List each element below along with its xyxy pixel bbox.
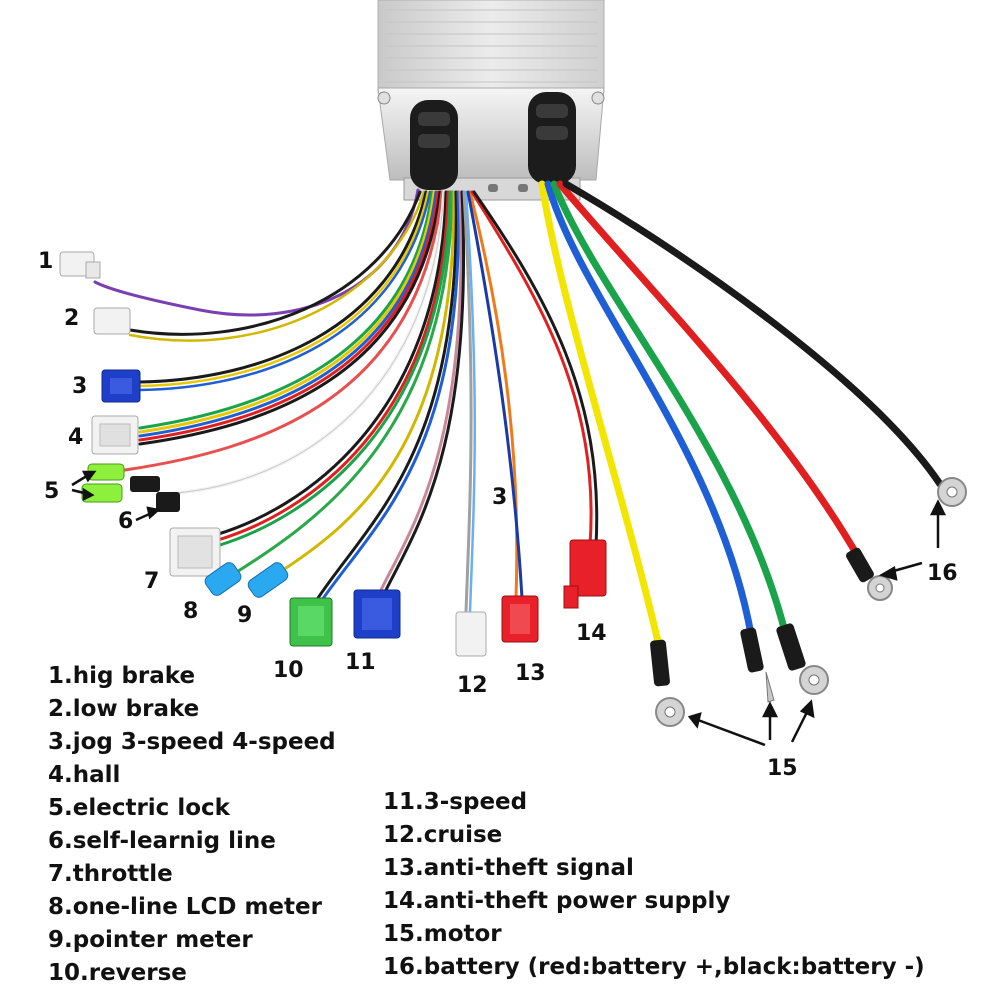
left-cable-grommet	[410, 100, 458, 190]
connector-self-learning	[130, 476, 180, 512]
legend-item: 4.hall	[48, 762, 121, 788]
callout-3: 3	[72, 374, 87, 399]
right-cable-grommet	[528, 92, 576, 184]
connector-lcd-meter	[204, 562, 242, 596]
callout-1: 1	[38, 249, 53, 274]
connector-jog	[101, 369, 141, 403]
callout-2: 2	[64, 306, 79, 331]
callout-10: 10	[273, 658, 304, 683]
legend-item: 12.cruise	[383, 822, 503, 848]
power-wires	[538, 180, 944, 654]
callout-5: 5	[44, 479, 59, 504]
legend-item: 11.3-speed	[383, 789, 528, 815]
callout-16: 16	[927, 561, 958, 586]
connector-cruise	[455, 611, 487, 657]
callout-6: 6	[118, 509, 133, 534]
legend-item: 5.electric lock	[48, 795, 230, 821]
callout-11: 11	[345, 650, 376, 675]
connector-throttle	[169, 527, 221, 577]
motor-phase-terminals	[650, 623, 829, 727]
callout-9: 9	[237, 603, 252, 628]
signal-wires	[93, 188, 599, 614]
callout-14: 14	[576, 621, 607, 646]
legend-item: 13.anti-theft signal	[383, 855, 634, 881]
legend-item: 9.pointer meter	[48, 927, 253, 953]
callout-arrows	[71, 470, 947, 747]
number-callouts: 1 2 3 4 5 6 7 8 9 10 11 12 13 14 3 15 16	[38, 249, 958, 781]
legend-item: 7.throttle	[48, 861, 173, 887]
legend-right-column: 11.3-speed 12.cruise 13.anti-theft signal 1…	[383, 786, 925, 984]
callout-7: 7	[144, 569, 159, 594]
callout-4: 4	[68, 425, 83, 450]
connector-reverse	[289, 597, 333, 647]
callout-3-second: 3	[492, 485, 507, 510]
connector-hig-brake	[59, 251, 101, 279]
connector-hall	[91, 415, 139, 455]
legend-item: 1.hig brake	[48, 663, 196, 689]
legend-item: 10.reverse	[48, 960, 187, 986]
legend-item: 3.jog 3-speed 4-speed	[48, 729, 336, 755]
connector-low-brake	[93, 307, 131, 335]
housing-fins	[385, 9, 597, 83]
legend-item: 2.low brake	[48, 696, 200, 722]
callout-13: 13	[515, 661, 546, 686]
connector-anti-theft-signal	[501, 595, 539, 643]
connector-3-speed	[353, 589, 401, 639]
legend-item: 8.one-line LCD meter	[48, 894, 322, 920]
legend-item: 15.motor	[383, 921, 502, 947]
legend-item: 16.battery (red:battery +,black:battery …	[383, 954, 925, 980]
callout-15: 15	[767, 756, 798, 781]
legend-item: 6.self-learnig line	[48, 828, 276, 854]
legend-item: 14.anti-theft power supply	[383, 888, 731, 914]
battery-terminals	[846, 477, 967, 601]
callout-8: 8	[183, 599, 198, 624]
connector-pointer-meter	[247, 562, 289, 598]
callout-12: 12	[457, 673, 488, 698]
legend-left-column: 1.hig brake 2.low brake 3.jog 3-speed 4-sp…	[48, 660, 336, 990]
connector-anti-theft-power	[563, 539, 607, 609]
